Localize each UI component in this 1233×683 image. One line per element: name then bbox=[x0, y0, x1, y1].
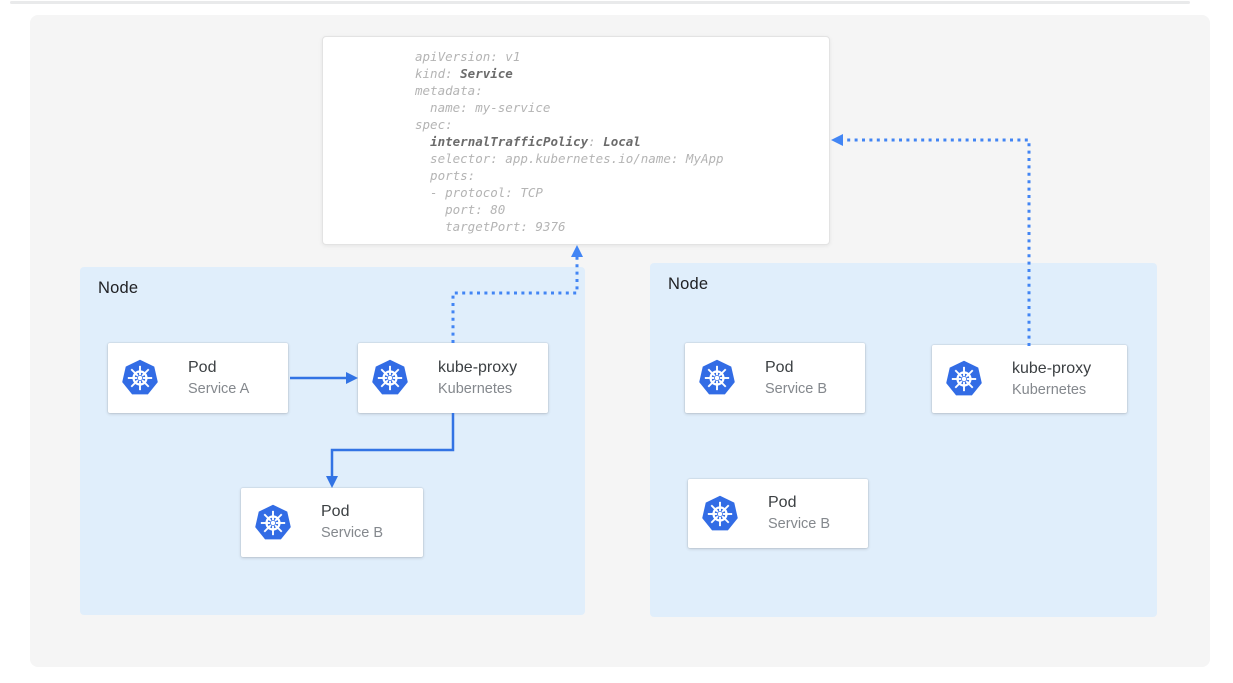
node-left: Node Pod Service A bbox=[80, 267, 585, 615]
card-pod-service-a: Pod Service A bbox=[108, 343, 288, 413]
top-divider-line bbox=[10, 1, 1190, 4]
card-subtitle: Kubernetes bbox=[438, 380, 513, 397]
card-kube-proxy-right: kube-proxy Kubernetes bbox=[932, 345, 1127, 413]
card-title: Pod bbox=[765, 358, 794, 376]
card-subtitle: Service B bbox=[765, 380, 828, 397]
card-subtitle: Kubernetes bbox=[1012, 381, 1087, 398]
card-title: Pod bbox=[768, 494, 797, 511]
card-title: kube-proxy bbox=[438, 358, 518, 376]
kubernetes-icon bbox=[122, 359, 158, 395]
kubernetes-icon bbox=[702, 495, 738, 530]
card-subtitle: Service B bbox=[321, 525, 384, 541]
kubernetes-icon bbox=[946, 360, 982, 396]
node-label: Node bbox=[98, 279, 139, 297]
node-label: Node bbox=[668, 275, 709, 293]
kubernetes-icon bbox=[699, 359, 735, 395]
card-pod-service-b-left: Pod Service B bbox=[241, 488, 423, 557]
card-title: Pod bbox=[321, 503, 350, 520]
card-pod-service-b-top-right: Pod Service B bbox=[685, 343, 865, 413]
node-right: Node Pod Service B bbox=[650, 263, 1157, 617]
kubernetes-icon bbox=[372, 359, 408, 395]
kubernetes-icon bbox=[255, 504, 291, 539]
card-subtitle: Service B bbox=[768, 516, 831, 532]
card-pod-service-b-bottom-right: Pod Service B bbox=[688, 479, 868, 548]
card-title: kube-proxy bbox=[1012, 359, 1092, 377]
card-kube-proxy-left: kube-proxy Kubernetes bbox=[358, 343, 548, 413]
card-subtitle: Service A bbox=[188, 380, 250, 397]
diagram-panel: Node Pod Service A bbox=[30, 15, 1210, 667]
card-title: Pod bbox=[188, 358, 217, 376]
